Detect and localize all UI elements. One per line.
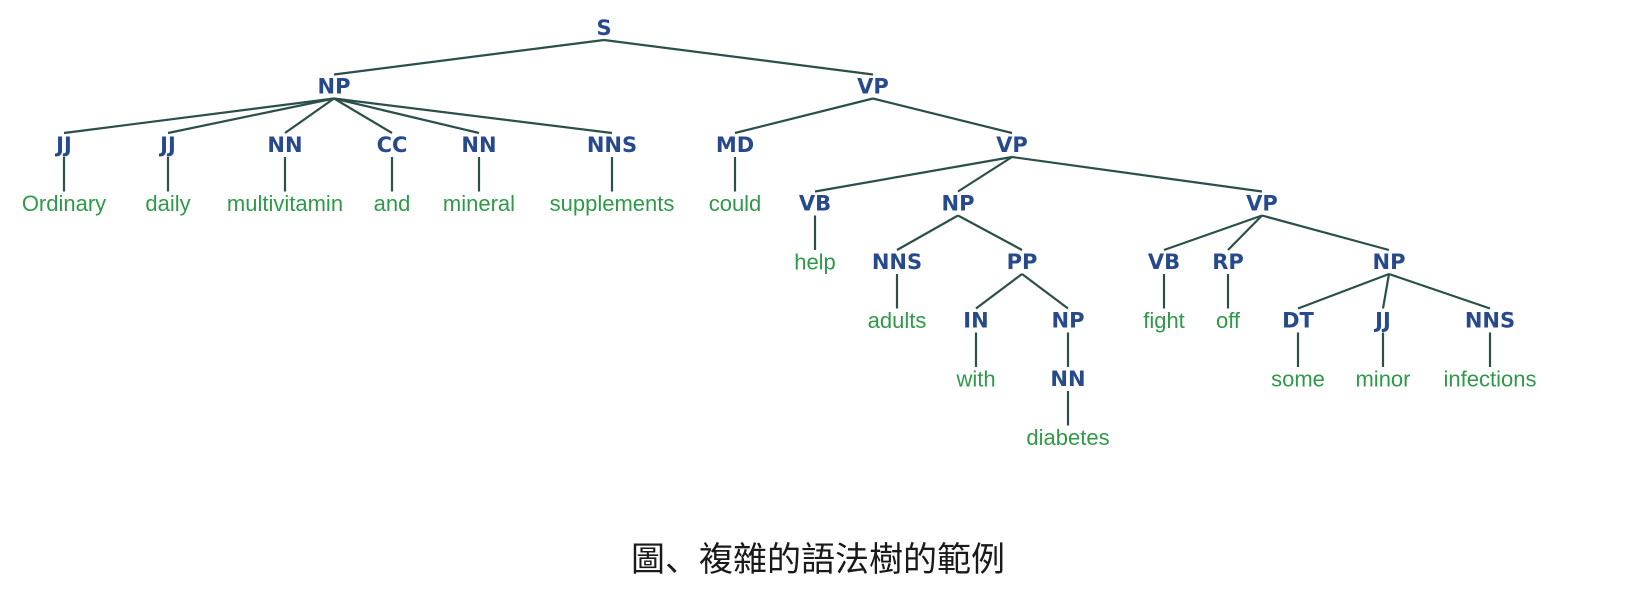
tree-edge — [603, 38, 874, 76]
tree-edge — [63, 97, 335, 135]
word-leaf: adults — [868, 308, 927, 333]
tree-edge — [896, 214, 959, 251]
tree-edge — [1011, 155, 1263, 193]
tree-edge — [1163, 214, 1263, 252]
tree-edge — [333, 97, 480, 135]
word-leaf: fight — [1143, 308, 1185, 333]
tree-edge — [872, 97, 1013, 135]
word-leaf: could — [709, 191, 762, 216]
tag-node-jj: JJ — [1373, 309, 1391, 333]
tree-edge — [1297, 272, 1390, 310]
tag-node-cc: CC — [377, 133, 408, 157]
word-leaf: mineral — [443, 191, 515, 216]
tag-node-np: NP — [1373, 250, 1406, 274]
tag-node-vb: VB — [799, 192, 831, 216]
tree-edge — [333, 97, 613, 135]
tag-node-np: NP — [1052, 309, 1085, 333]
tag-node-nn: NN — [1050, 367, 1085, 391]
tree-edge — [814, 155, 1013, 193]
tag-node-nns: NNS — [1465, 309, 1515, 333]
word-leaf: with — [955, 367, 995, 392]
tag-node-vp: VP — [996, 133, 1028, 157]
tag-node-rp: RP — [1212, 250, 1244, 274]
tag-node-nn: NN — [461, 133, 496, 157]
tree-edge — [284, 97, 335, 134]
tag-node-jj: JJ — [158, 133, 176, 157]
word-leaf: daily — [145, 191, 190, 216]
tag-node-in: IN — [963, 309, 988, 333]
tree-edge — [1261, 214, 1390, 252]
tag-node-nn: NN — [267, 133, 302, 157]
word-leaf: and — [374, 191, 411, 216]
tag-node-nns: NNS — [872, 250, 922, 274]
tag-node-vp: VP — [857, 75, 889, 99]
tag-node-s: S — [596, 16, 611, 40]
tree-edge — [333, 97, 393, 134]
tree-edge — [1381, 273, 1391, 309]
word-leaf: off — [1216, 308, 1241, 333]
tree-edge — [167, 97, 335, 135]
syntax-tree: SNPJJOrdinaryJJdailyNNmultivitaminCCandN… — [22, 16, 1537, 450]
word-leaf: help — [794, 250, 836, 275]
tree-edge — [957, 214, 1023, 251]
tree-edge — [1388, 272, 1491, 310]
tag-node-np: NP — [318, 75, 351, 99]
word-leaf: diabetes — [1026, 425, 1109, 450]
tree-edge — [734, 97, 874, 135]
word-leaf: minor — [1355, 367, 1410, 392]
tag-node-jj: JJ — [54, 133, 72, 157]
tag-node-nns: NNS — [587, 133, 637, 157]
tag-node-md: MD — [716, 133, 754, 157]
word-leaf: some — [1271, 367, 1325, 392]
tree-edge — [1021, 273, 1069, 310]
tag-node-pp: PP — [1007, 250, 1038, 274]
tree-edge — [957, 156, 1013, 193]
tag-node-vp: VP — [1246, 192, 1278, 216]
tree-edge — [333, 38, 605, 76]
figure-caption: 圖、複雜的語法樹的範例 — [631, 540, 1005, 580]
tree-edge — [975, 273, 1023, 310]
word-leaf: infections — [1444, 367, 1537, 392]
word-leaf: Ordinary — [22, 191, 106, 216]
word-leaf: supplements — [550, 191, 675, 216]
tree-edge — [1227, 214, 1263, 251]
word-leaf: multivitamin — [227, 191, 343, 216]
tag-node-dt: DT — [1282, 309, 1314, 333]
tag-node-np: NP — [942, 192, 975, 216]
tag-node-vb: VB — [1148, 250, 1180, 274]
